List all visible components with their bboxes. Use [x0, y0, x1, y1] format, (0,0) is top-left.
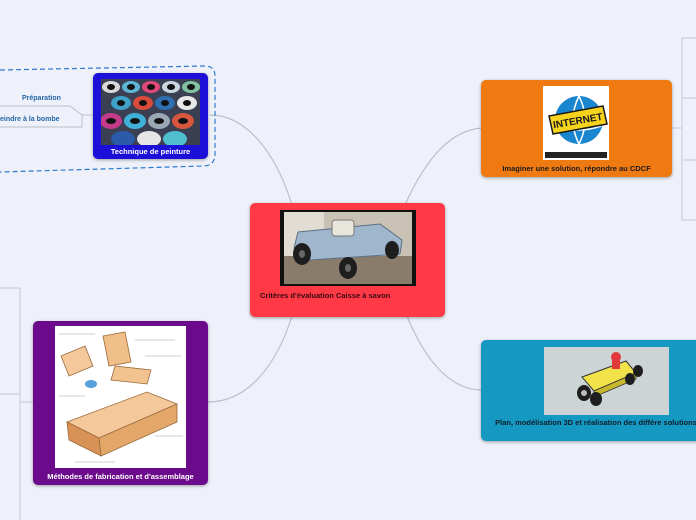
internet-sub-connector [672, 38, 696, 220]
technical-drawing-image [55, 326, 186, 468]
branch-imaginer-solution[interactable]: INTERNET Imaginer une solution, répondre… [481, 80, 672, 177]
methodes-fabrication-label: Méthodes de fabrication et d'assemblage [33, 472, 208, 481]
central-topic-label: Critères d'évaluation Caisse à savon [260, 291, 437, 300]
branch-plan-modelisation[interactable]: Plan, modélisation 3D et réalisation des… [481, 340, 696, 441]
connector-central-internet [405, 128, 482, 205]
imaginer-solution-label: Imaginer une solution, répondre au CDCF [481, 164, 672, 173]
plan-modelisation-label: Plan, modélisation 3D et réalisation des… [491, 418, 696, 427]
soapbox-car-photo-image [280, 210, 416, 286]
spray-paint-cans-image [101, 79, 200, 145]
connector-central-methods [208, 316, 292, 402]
central-topic[interactable]: Critères d'évaluation Caisse à savon [250, 203, 445, 317]
paint-subtopic-spray[interactable]: eindre à la bombe [0, 116, 60, 123]
internet-globe-image: INTERNET [543, 86, 609, 160]
paint-sub-connector [0, 106, 93, 115]
connector-central-plan [407, 316, 482, 390]
soapbox-car-3d-image [544, 347, 669, 415]
methods-sub-connector [0, 288, 33, 520]
branch-technique-peinture[interactable]: Technique de peinture [93, 73, 208, 159]
connector-central-paint [210, 115, 292, 205]
branch-methodes-fabrication[interactable]: Méthodes de fabrication et d'assemblage [33, 321, 208, 485]
technique-peinture-label: Technique de peinture [93, 147, 208, 156]
paint-subtopic-preparation[interactable]: Préparation [22, 95, 61, 102]
